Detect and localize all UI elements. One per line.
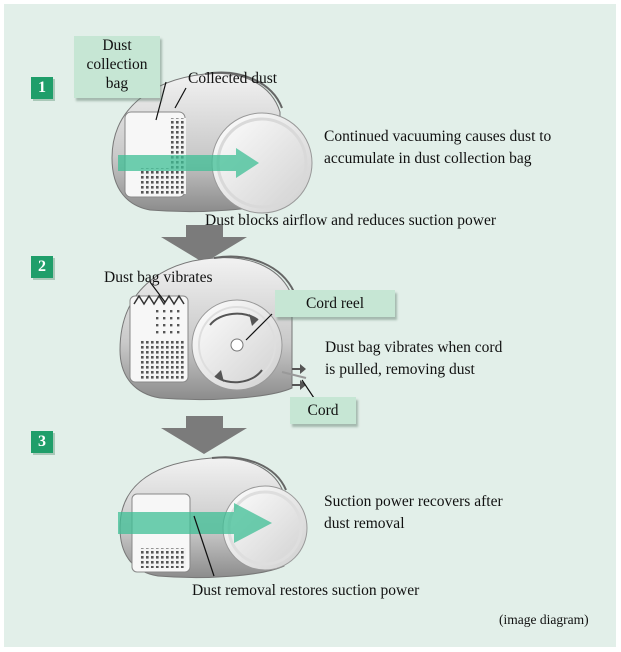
cord-reel-leader xyxy=(245,313,273,341)
dust-bag-vibrates-label: Dust bag vibrates xyxy=(104,269,213,286)
cord-leader xyxy=(301,379,315,399)
step-1-caption: Dust blocks airflow and reduces suction … xyxy=(205,212,496,229)
cord-reel-callout: Cord reel xyxy=(275,290,395,317)
step-2-badge: 2 xyxy=(31,256,53,278)
restore-leader xyxy=(193,515,215,577)
step-3-caption: Dust removal restores suction power xyxy=(192,582,420,599)
step-3-badge: 3 xyxy=(31,431,53,453)
airflow-arrow-step3 xyxy=(118,503,272,543)
callout-line: collection xyxy=(86,56,148,73)
collected-dust-leader xyxy=(174,87,187,109)
dust-collection-bag-callout: Dust collection bag xyxy=(74,36,160,98)
callout-line: Dust xyxy=(102,37,132,54)
down-arrow-1 xyxy=(161,225,247,263)
step-3-description-line-2: dust removal xyxy=(324,515,405,532)
step-3-description-line-1: Suction power recovers after xyxy=(324,493,503,510)
step-1-description-line-1: Continued vacuuming causes dust to xyxy=(324,128,552,145)
airflow-arrow-step1 xyxy=(118,148,259,178)
pull-arrow-1 xyxy=(292,364,306,374)
down-arrow-2 xyxy=(161,416,247,454)
step-1-badge: 1 xyxy=(31,77,53,99)
footnote: (image diagram) xyxy=(499,612,589,627)
pull-arrow-2 xyxy=(292,380,306,390)
callout-line: bag xyxy=(105,75,129,92)
cord-callout: Cord xyxy=(290,397,356,424)
collected-dust-label: Collected dust xyxy=(188,70,278,87)
vibrate-leader xyxy=(149,281,166,303)
vacuum-step2-icon xyxy=(119,255,307,401)
step-2-description-line-2: is pulled, removing dust xyxy=(325,361,475,378)
bag-callout-leader xyxy=(155,81,167,121)
diagram-panel xyxy=(4,4,616,647)
vacuum-step1-icon xyxy=(111,71,313,214)
step-1-description-line-2: accumulate in dust collection bag xyxy=(324,150,532,167)
step-2-description-line-1: Dust bag vibrates when cord xyxy=(325,339,503,356)
